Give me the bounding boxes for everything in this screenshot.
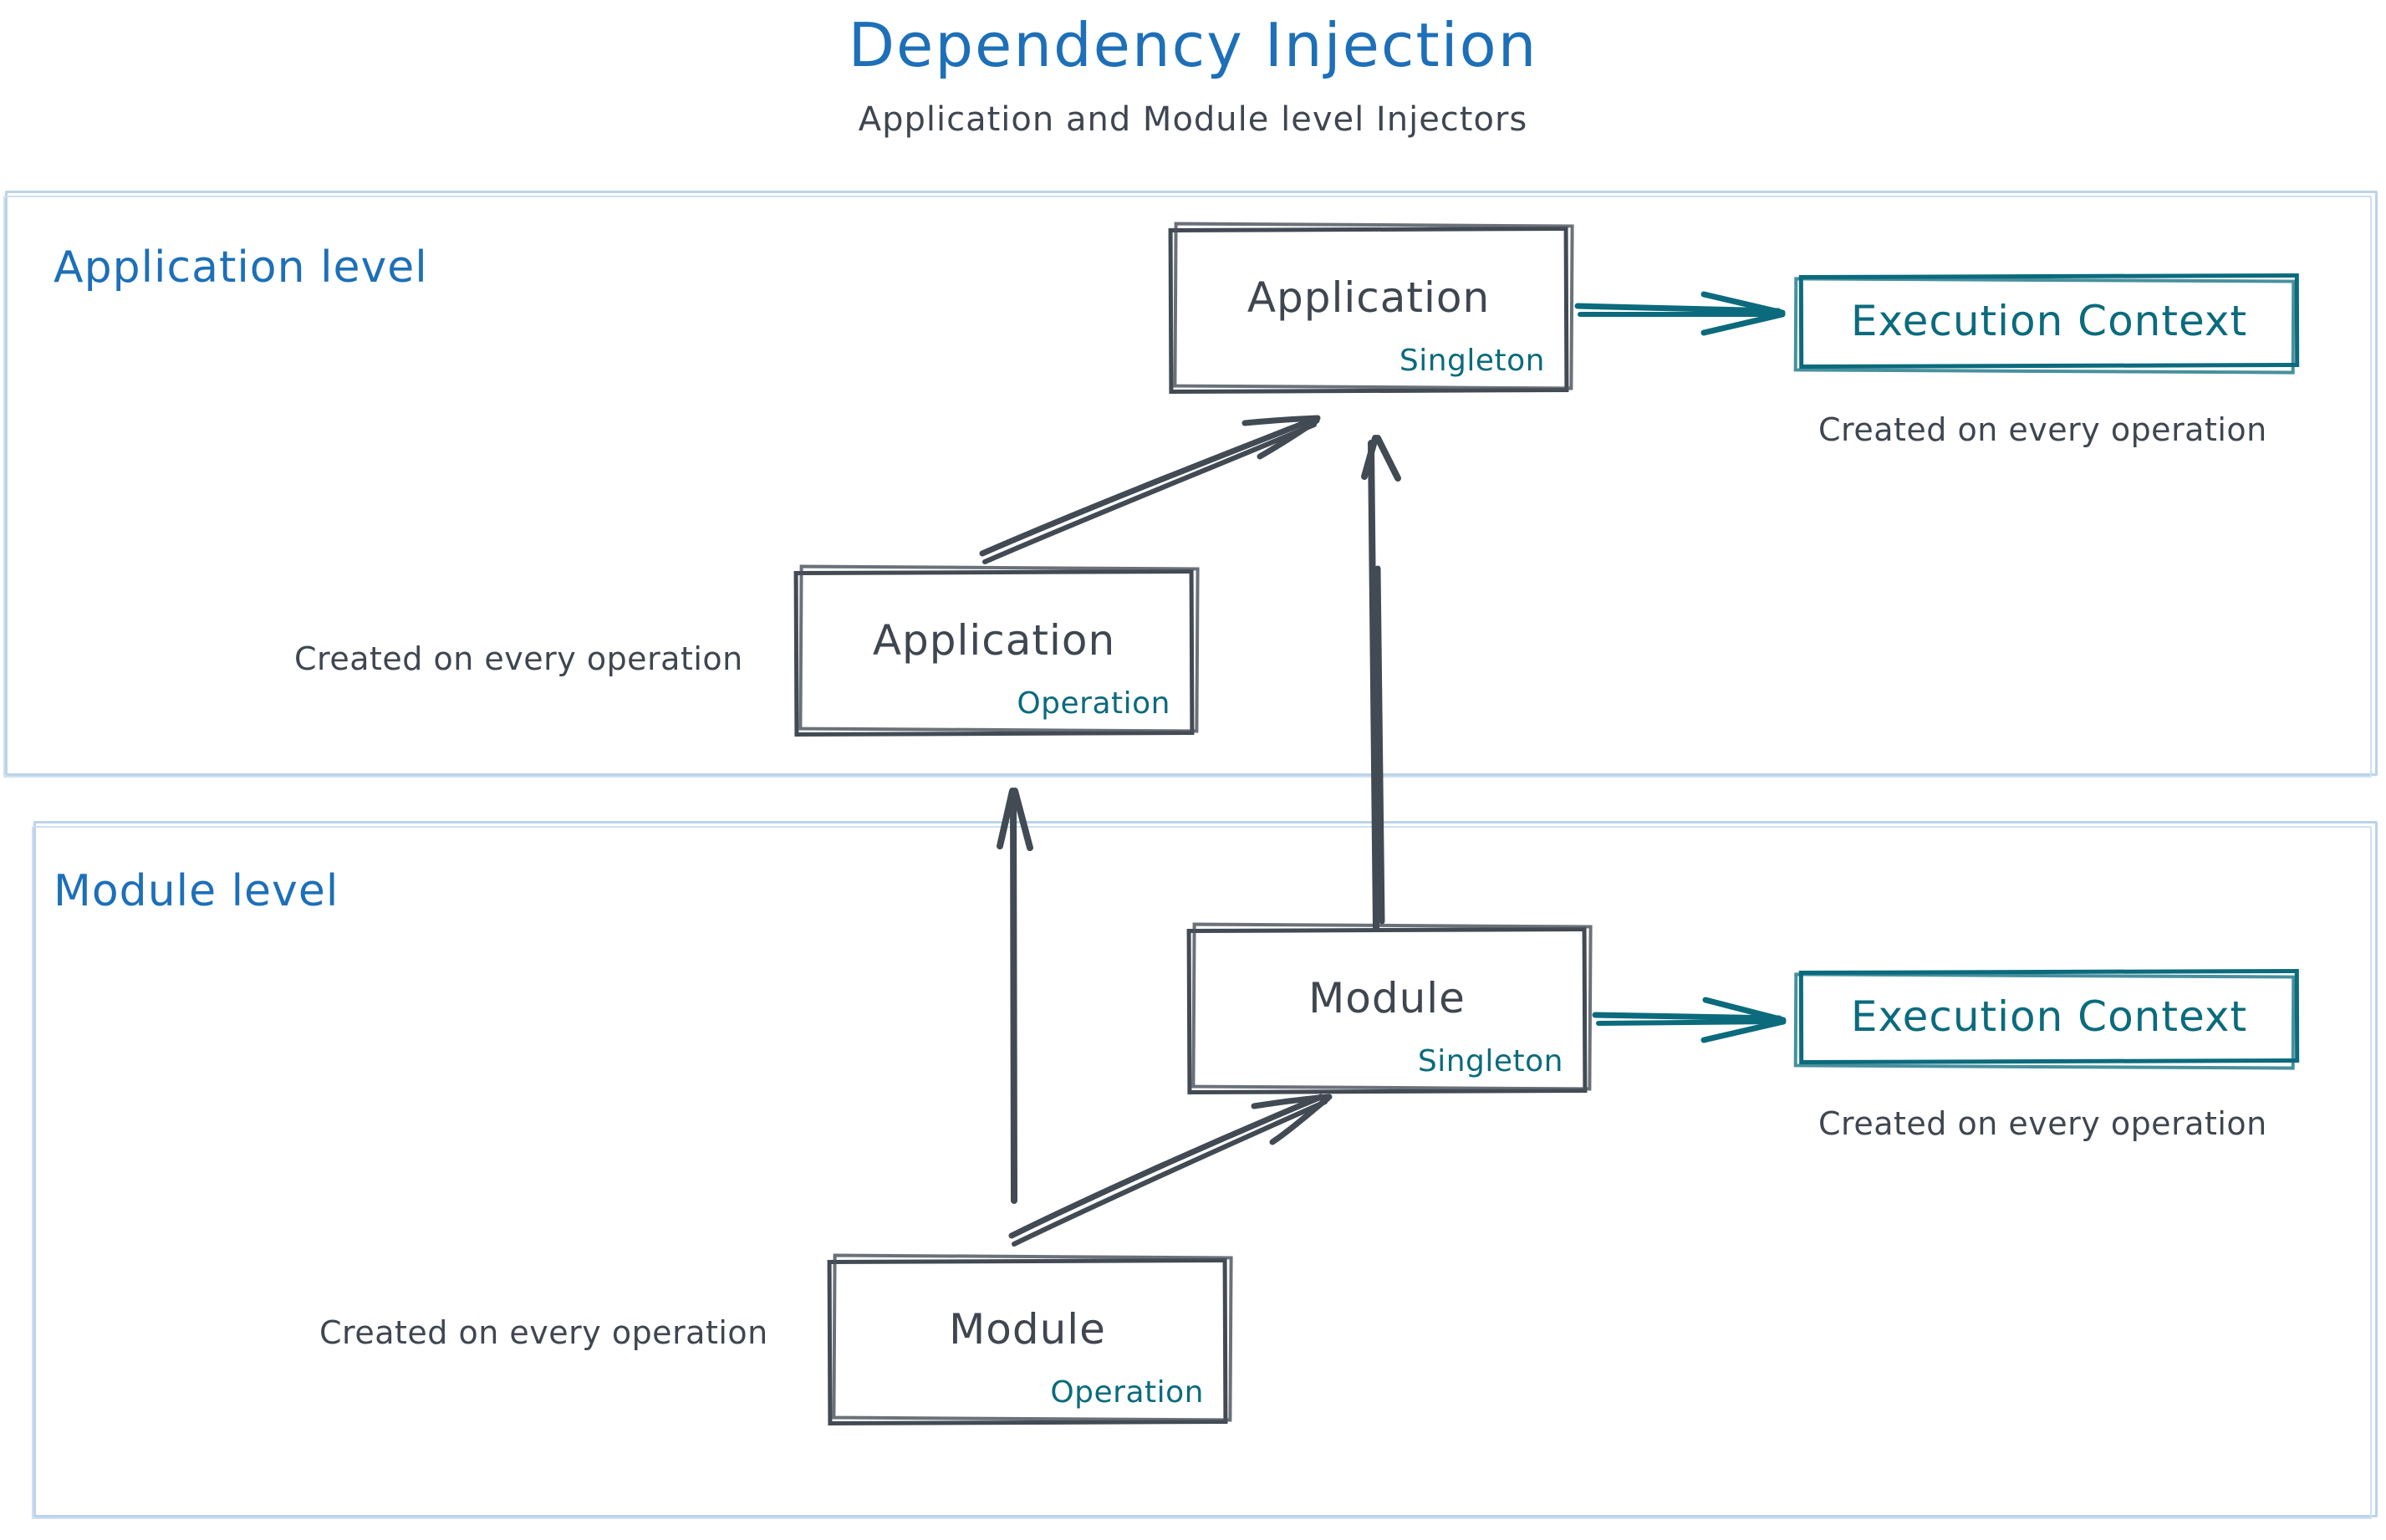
module-operation-caption: Created on every operation <box>319 1314 768 1351</box>
node-scope-badge: Operation <box>1050 1375 1204 1410</box>
node-scope-badge: Singleton <box>1417 1044 1563 1079</box>
node-application-singleton[interactable]: Application Singleton <box>1168 222 1574 395</box>
node-title: Application <box>1247 273 1491 323</box>
context-label: Execution Context <box>1850 992 2248 1041</box>
node-module-singleton[interactable]: Module Singleton <box>1186 922 1593 1095</box>
execution-context-module-caption: Created on every operation <box>1818 1105 2267 1142</box>
application-operation-caption: Created on every operation <box>294 640 743 677</box>
page-title: Dependency Injection <box>848 10 1538 80</box>
node-module-operation[interactable]: Module Operation <box>827 1253 1233 1426</box>
execution-context-application-caption: Created on every operation <box>1818 411 2267 448</box>
execution-context-application[interactable]: Execution Context <box>1793 273 2300 375</box>
node-scope-badge: Singleton <box>1399 344 1545 378</box>
module-level-label: Module level <box>54 866 339 916</box>
execution-context-module[interactable]: Execution Context <box>1793 968 2300 1070</box>
node-scope-badge: Operation <box>1017 686 1170 721</box>
node-title: Module <box>1308 974 1466 1023</box>
page-subtitle: Application and Module level Injectors <box>858 100 1528 139</box>
node-application-operation[interactable]: Application Operation <box>793 564 1200 737</box>
application-level-label: Application level <box>54 242 428 293</box>
context-label: Execution Context <box>1850 297 2248 345</box>
node-title: Module <box>949 1305 1106 1354</box>
node-title: Application <box>872 616 1116 665</box>
